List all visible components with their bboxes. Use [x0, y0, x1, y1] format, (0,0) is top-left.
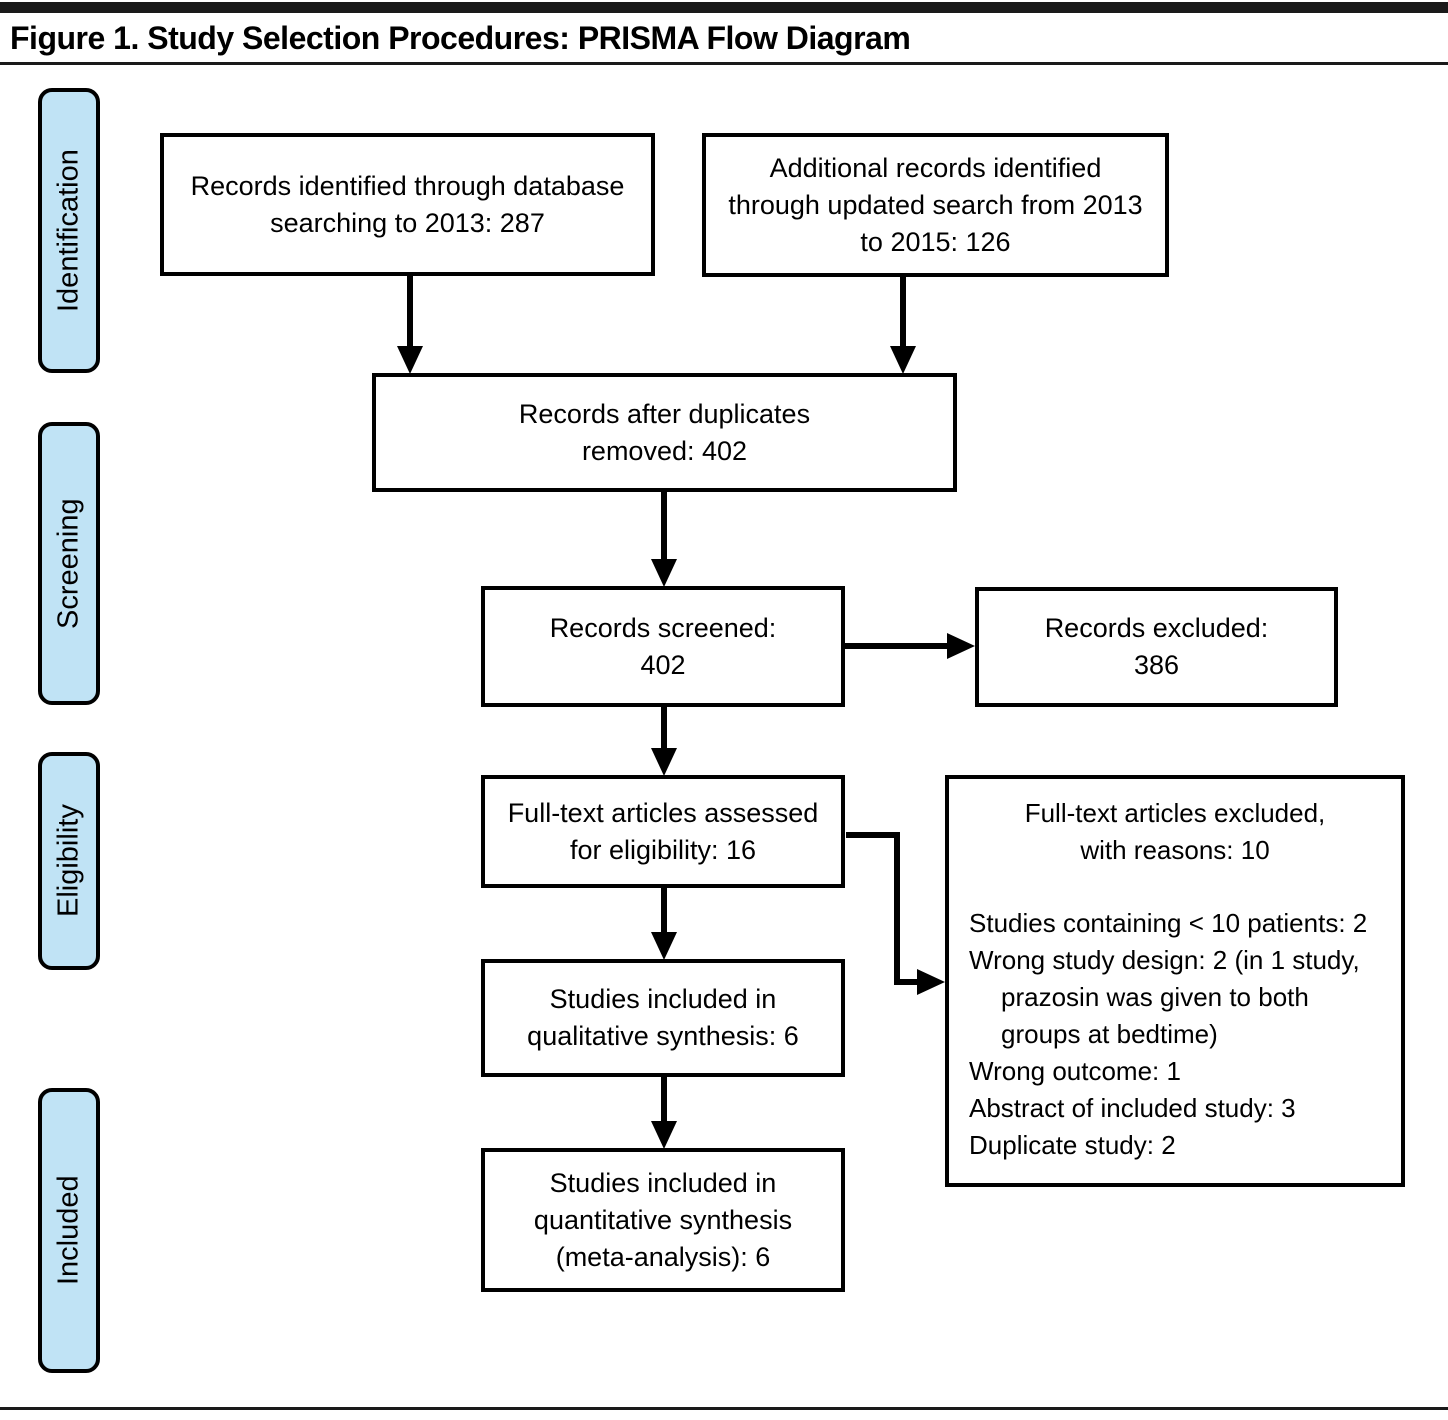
exclusion-reason-patients: Studies containing < 10 patients: 2 — [969, 908, 1368, 938]
title-rule — [0, 62, 1448, 65]
exclusion-reason-abstract: Abstract of included study: 3 — [969, 1093, 1296, 1123]
arrow-fulltext-to-qualitative — [651, 886, 677, 960]
stage-included: Included — [38, 1088, 100, 1373]
node-after-duplicates: Records after duplicates removed: 402 — [372, 373, 957, 492]
stage-screening: Screening — [38, 422, 100, 705]
node-qualitative-synthesis: Studies included in qualitative synthesi… — [481, 959, 845, 1077]
node-fulltext-excluded: Full-text articles excluded, with reason… — [945, 775, 1405, 1187]
node-records-identified-update: Additional records identified through up… — [702, 133, 1169, 277]
arrow-fulltext-to-excluded-reasons — [846, 832, 945, 995]
arrow-identified-db-to-duplicates — [397, 276, 423, 374]
exclusion-reason-duplicate: Duplicate study: 2 — [969, 1130, 1176, 1160]
arrow-screened-to-fulltext — [651, 705, 677, 776]
node-fulltext-assessed: Full-text articles assessed for eligibil… — [481, 775, 845, 888]
exclusion-reasons-list: Studies containing < 10 patients: 2 Wron… — [969, 905, 1391, 1164]
node-records-identified-db: Records identified through database sear… — [160, 133, 655, 276]
node-records-screened: Records screened: 402 — [481, 586, 845, 707]
arrow-screened-to-excluded — [843, 633, 975, 659]
node-records-excluded: Records excluded: 386 — [975, 587, 1338, 707]
node-quantitative-synthesis: Studies included in quantitative synthes… — [481, 1148, 845, 1292]
arrow-identified-update-to-duplicates — [890, 277, 916, 374]
bottom-rule — [0, 1407, 1448, 1410]
fulltext-excluded-header: Full-text articles excluded, with reason… — [1024, 798, 1326, 865]
top-rule — [0, 2, 1448, 13]
stage-identification: Identification — [38, 88, 100, 373]
figure-title: Figure 1. Study Selection Procedures: PR… — [10, 20, 911, 56]
arrow-duplicates-to-screened — [651, 492, 677, 587]
arrow-qualitative-to-quantitative — [651, 1075, 677, 1149]
stage-eligibility: Eligibility — [38, 752, 100, 970]
exclusion-reason-design: Wrong study design: 2 (in 1 study, prazo… — [969, 945, 1360, 1049]
exclusion-reason-outcome: Wrong outcome: 1 — [969, 1056, 1181, 1086]
